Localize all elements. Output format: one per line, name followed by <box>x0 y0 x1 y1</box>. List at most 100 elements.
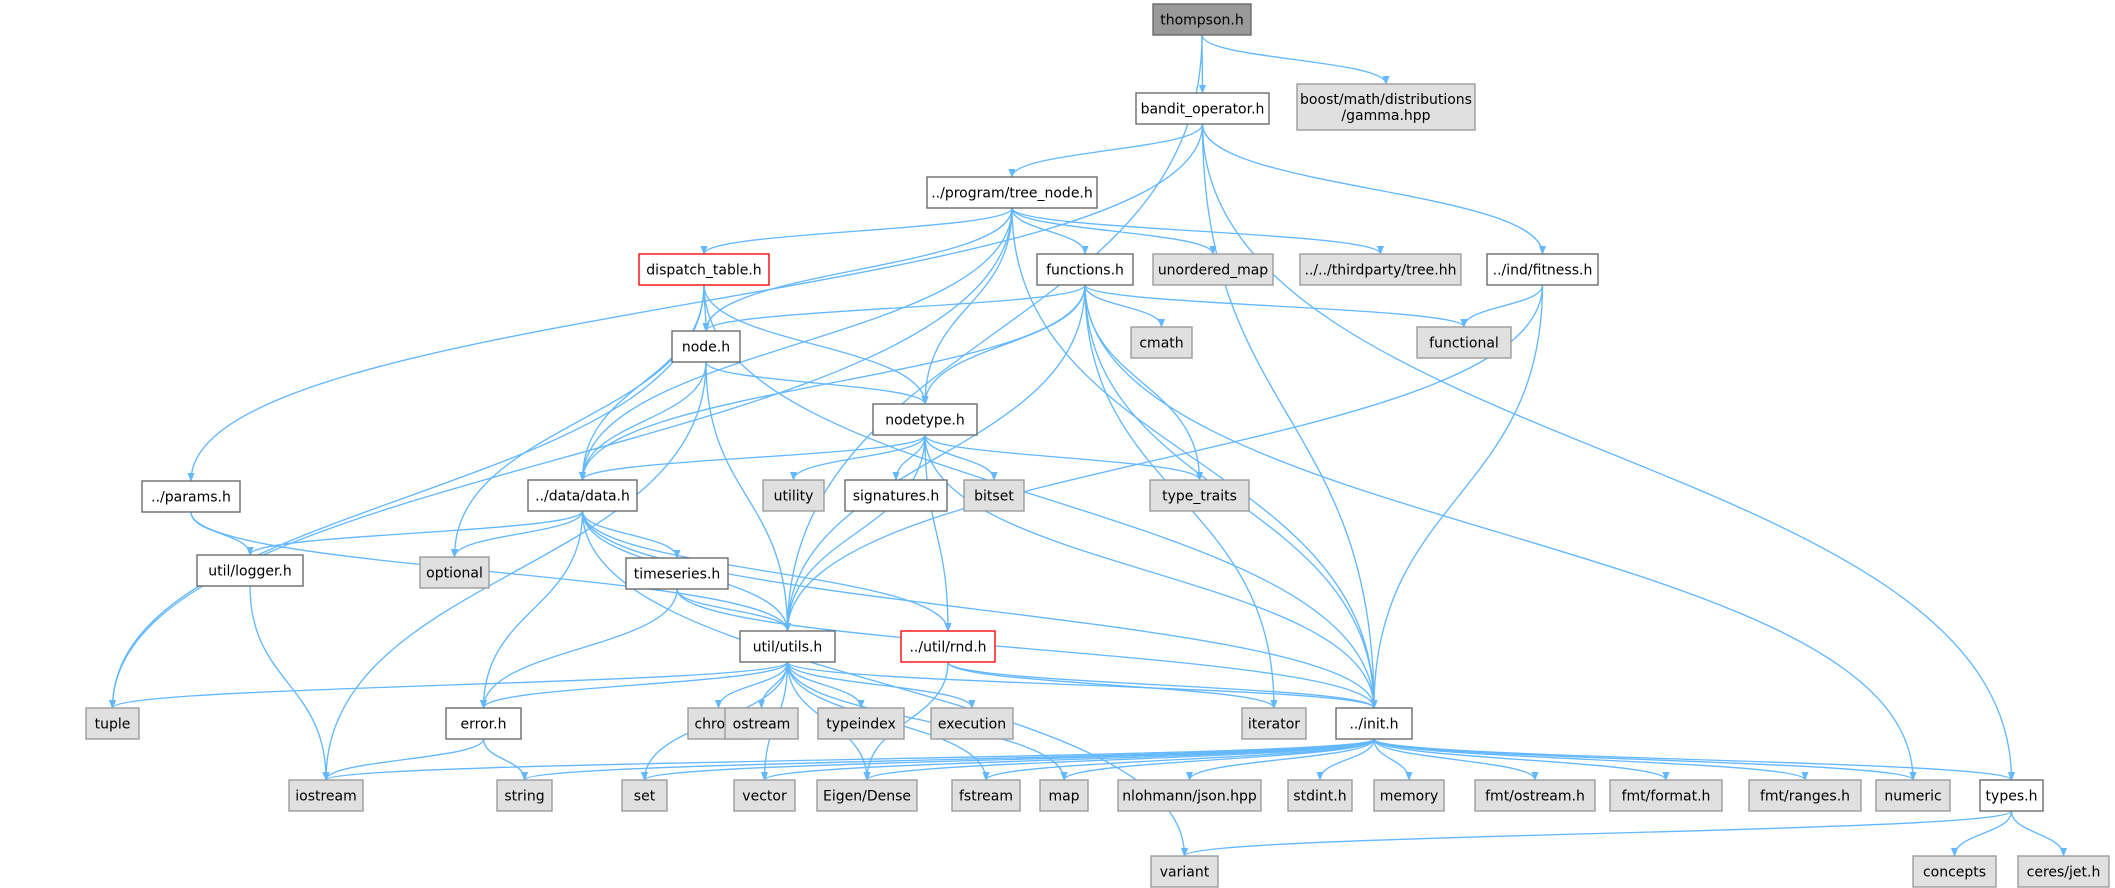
node-nodetype-box <box>872 403 978 436</box>
edge-nodetype-to-bitset <box>924 434 998 481</box>
node-params[interactable]: ../params.h <box>141 480 241 513</box>
node-functions-box <box>1036 253 1134 286</box>
node-fitness[interactable]: ../ind/fitness.h <box>1486 253 1599 286</box>
node-error[interactable]: error.h <box>445 707 522 740</box>
node-bitset-box <box>963 479 1025 512</box>
node-memory-label: memory <box>1380 789 1439 805</box>
node-fmt_format: fmt/format.h <box>1609 779 1723 812</box>
node-tree_node[interactable]: ../program/tree_node.h <box>926 176 1098 209</box>
node-numeric: numeric <box>1875 779 1951 812</box>
node-node[interactable]: node.h <box>671 330 741 363</box>
node-bandit-label: bandit_operator.h <box>1141 102 1265 118</box>
node-utility: utility <box>762 479 825 512</box>
node-unordered_map-label: unordered_map <box>1158 263 1268 279</box>
node-treehh: ../../thirdparty/tree.hh <box>1299 253 1462 286</box>
edge-error-to-string <box>482 738 529 781</box>
node-stdint-box <box>1287 779 1353 812</box>
node-typeindex-label: typeindex <box>826 717 896 733</box>
node-bandit[interactable]: bandit_operator.h <box>1135 92 1270 125</box>
node-functions[interactable]: functions.h <box>1036 253 1134 286</box>
node-string: string <box>496 779 553 812</box>
node-map-box <box>1039 779 1089 812</box>
node-variant: variant <box>1150 855 1219 888</box>
node-tuple-label: tuple <box>95 717 131 733</box>
node-fstream-label: fstream <box>959 789 1013 805</box>
edge-init-to-fstream <box>982 738 1375 781</box>
edge-init-to-vector <box>761 738 1375 781</box>
edge-functions-to-cmath <box>1084 284 1166 328</box>
node-string-box <box>496 779 553 812</box>
node-variant-label: variant <box>1160 865 1210 881</box>
node-stdint-label: stdint.h <box>1293 789 1346 805</box>
edge-node-to-iostream <box>322 361 707 781</box>
node-init-label: ../init.h <box>1349 717 1398 733</box>
node-eigen: Eigen/Dense <box>816 779 918 812</box>
node-tuple: tuple <box>85 707 140 740</box>
node-gamma-box <box>1296 83 1476 131</box>
node-init-box <box>1335 707 1413 740</box>
node-nodetype[interactable]: nodetype.h <box>872 403 978 436</box>
edge-node-to-nodetype <box>705 361 929 405</box>
node-functional-label: functional <box>1429 336 1499 352</box>
edge-nodetype-to-rnd <box>924 434 952 632</box>
edge-data-to-timeseries <box>581 510 681 559</box>
node-rnd[interactable]: ../util/rnd.h <box>900 630 996 663</box>
node-execution-label: execution <box>938 717 1006 733</box>
node-init[interactable]: ../init.h <box>1335 707 1413 740</box>
node-type_traits: type_traits <box>1149 479 1250 512</box>
node-logger[interactable]: util/logger.h <box>196 554 304 587</box>
node-treehh-label: ../../thirdparty/tree.hh <box>1305 263 1457 279</box>
node-treehh-box <box>1299 253 1462 286</box>
node-fmt_format-label: fmt/format.h <box>1622 789 1711 805</box>
edge-data-to-optional <box>450 510 584 558</box>
edge-node-to-utils <box>705 361 792 632</box>
edge-types-to-variant <box>1181 810 2013 857</box>
node-numeric-box <box>1875 779 1951 812</box>
edge-rnd-to-init <box>947 661 1378 709</box>
node-gamma: boost/math/distributions/gamma.hpp <box>1296 83 1476 131</box>
node-types[interactable]: types.h <box>1979 779 2044 812</box>
edge-functions-to-functional <box>1084 284 1468 328</box>
node-data[interactable]: ../data/data.h <box>527 479 638 512</box>
node-timeseries[interactable]: timeseries.h <box>625 557 729 590</box>
node-thompson-label: thompson.h <box>1160 13 1244 29</box>
node-data-label: ../data/data.h <box>535 489 630 505</box>
node-iostream-label: iostream <box>295 789 357 805</box>
node-numeric-label: numeric <box>1884 789 1941 805</box>
node-nodetype-label: nodetype.h <box>885 413 965 429</box>
node-variant-box <box>1150 855 1219 888</box>
node-error-label: error.h <box>461 717 507 733</box>
node-ceres-box <box>2017 855 2110 888</box>
node-utility-label: utility <box>774 489 814 505</box>
node-utils[interactable]: util/utils.h <box>739 630 836 663</box>
node-fitness-label: ../ind/fitness.h <box>1493 263 1593 279</box>
edge-init-to-fmt_ostream <box>1373 738 1539 781</box>
node-thompson[interactable]: thompson.h <box>1152 3 1252 36</box>
edge-fitness-to-functional <box>1460 284 1544 328</box>
node-dispatch[interactable]: dispatch_table.h <box>638 253 770 286</box>
node-fmt_ostream: fmt/ostream.h <box>1474 779 1596 812</box>
node-string-label: string <box>504 789 544 805</box>
node-execution: execution <box>930 707 1014 740</box>
node-vector-label: vector <box>742 789 787 805</box>
edge-fitness-to-init <box>1370 284 1544 709</box>
edge-init-to-stdint <box>1316 738 1375 781</box>
node-iterator-box <box>1241 707 1307 740</box>
edge-nodetype-to-type_traits <box>924 434 1204 481</box>
node-tuple-box <box>85 707 140 740</box>
node-optional-label: optional <box>426 566 483 582</box>
edge-utils-to-map <box>786 661 1068 781</box>
node-eigen-label: Eigen/Dense <box>823 789 911 805</box>
edge-utils-to-typeindex <box>786 661 865 709</box>
node-signatures[interactable]: signatures.h <box>844 479 948 512</box>
edge-functions-to-nodetype <box>921 284 1086 405</box>
edge-init-to-map <box>1060 738 1375 781</box>
node-logger-box <box>196 554 304 587</box>
node-fmt_ranges-box <box>1748 779 1862 812</box>
edge-init-to-memory <box>1373 738 1413 781</box>
node-unordered_map: unordered_map <box>1152 253 1274 286</box>
node-fmt_format-box <box>1609 779 1723 812</box>
node-data-box <box>527 479 638 512</box>
edge-tree_node-to-unordered_map <box>1011 207 1217 255</box>
node-logger-label: util/logger.h <box>208 564 292 580</box>
